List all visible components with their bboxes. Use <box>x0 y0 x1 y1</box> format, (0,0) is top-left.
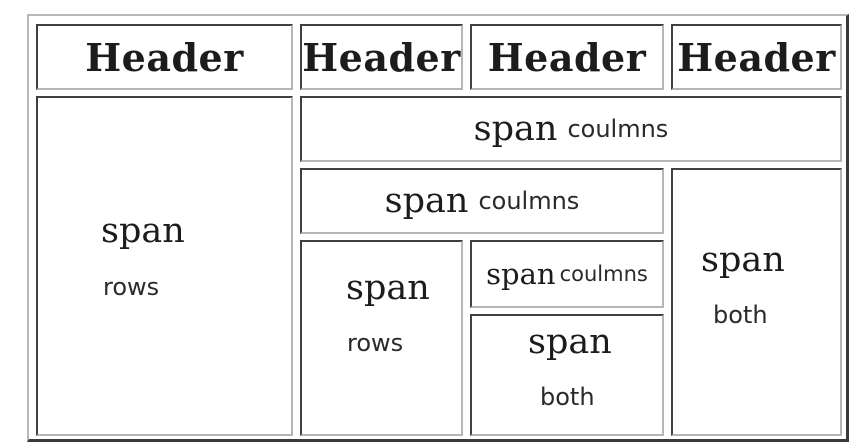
span-word: span <box>384 181 469 221</box>
span-word: span <box>346 268 430 308</box>
both-word: both <box>713 301 768 329</box>
span-both-cell-right: span both <box>671 168 842 436</box>
span-word: span <box>473 109 558 149</box>
span-word: span <box>101 211 185 251</box>
span-columns-label: span coulmns <box>472 242 662 306</box>
span-columns-label: span coulmns <box>302 98 840 160</box>
span-columns-cell-small: span coulmns <box>470 240 664 308</box>
rows-word: rows <box>103 273 160 301</box>
span-word: span <box>486 257 556 291</box>
header-cell-4: Header <box>671 24 842 90</box>
header-cell-2: Header <box>300 24 463 90</box>
span-both-cell-inner: span both <box>470 314 664 436</box>
span-word: span <box>528 322 612 362</box>
header-cell-3: Header <box>470 24 664 90</box>
columns-word: coulmns <box>478 187 580 215</box>
header-cell-1: Header <box>36 24 293 90</box>
rows-word: rows <box>347 329 404 357</box>
span-columns-cell-top: span coulmns <box>300 96 842 162</box>
span-rows-cell-left: span rows <box>36 96 293 436</box>
both-word: both <box>540 383 595 411</box>
columns-word: coulmns <box>567 115 669 143</box>
span-table: Header Header Header Header span rows sp… <box>27 14 849 442</box>
columns-word: coulmns <box>559 262 648 286</box>
span-columns-cell-mid: span coulmns <box>300 168 664 234</box>
span-columns-label: span coulmns <box>302 170 662 232</box>
span-word: span <box>701 240 785 280</box>
span-rows-cell-inner: span rows <box>300 240 463 436</box>
